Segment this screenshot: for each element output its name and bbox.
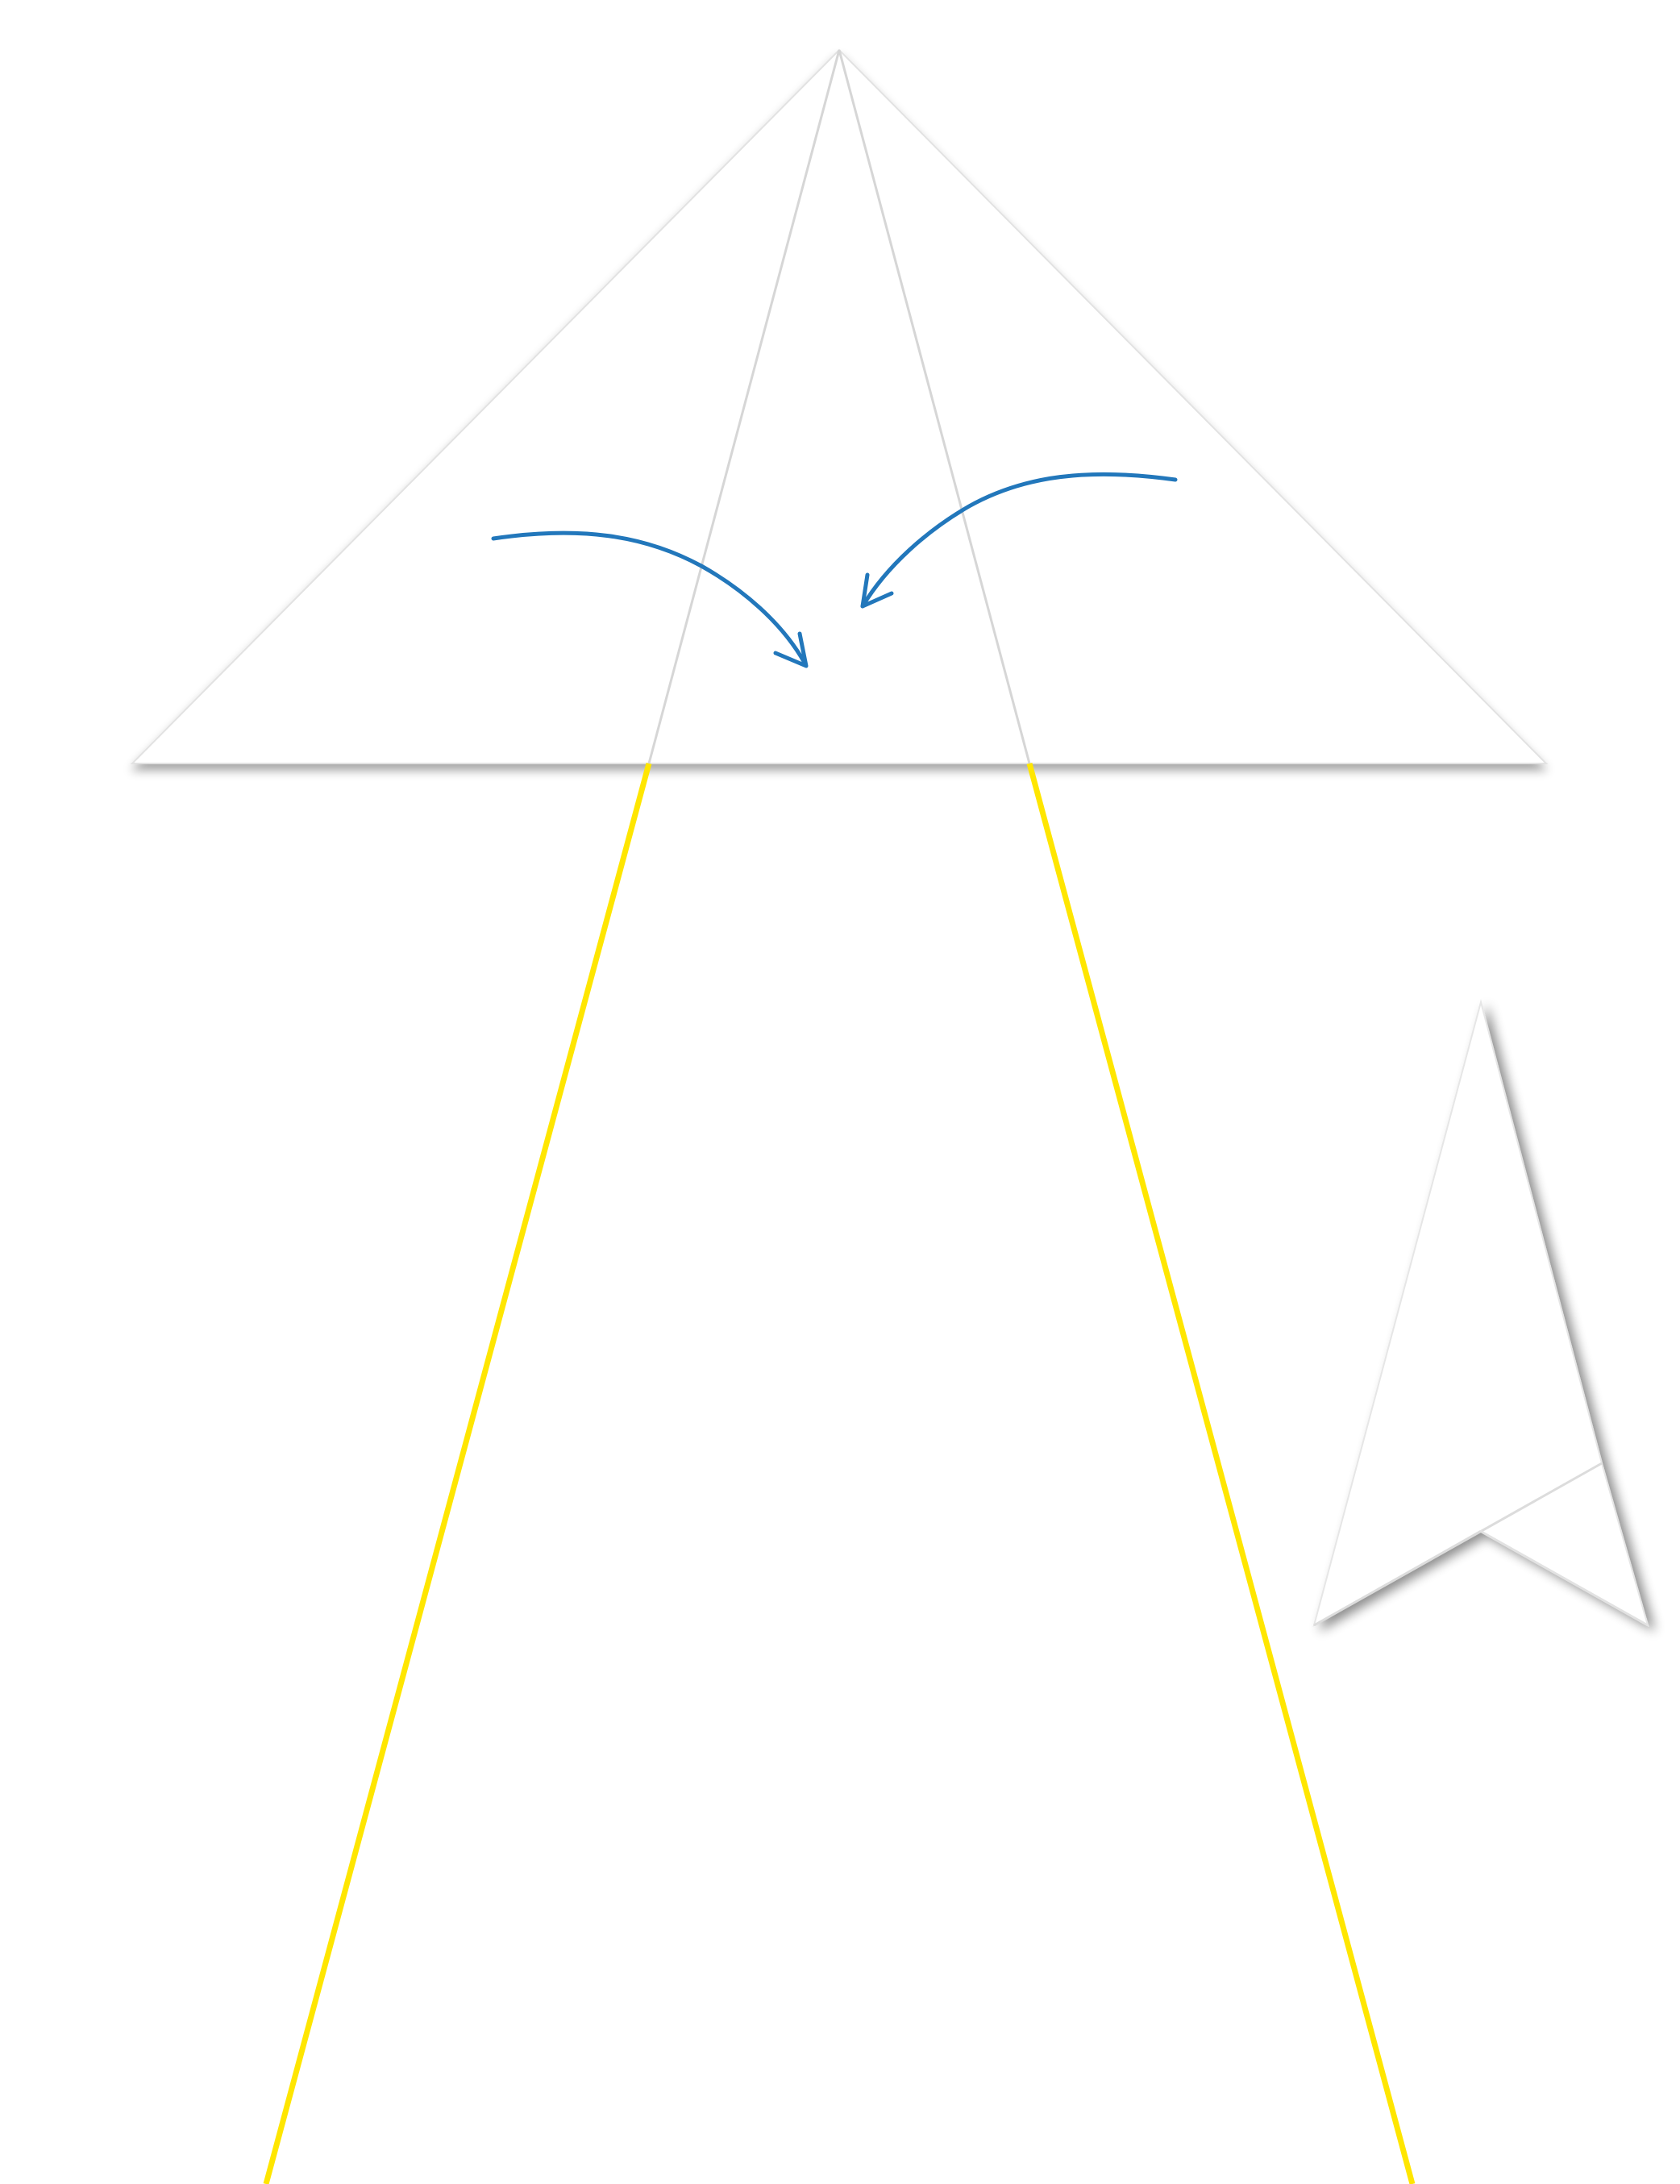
paper-triangle-step1 xyxy=(130,48,1549,764)
fold-arrow-right xyxy=(860,472,1178,609)
curved-arrow-icon xyxy=(860,472,1178,609)
arrowhead-icon xyxy=(773,631,809,668)
guide-line-left xyxy=(263,763,652,2184)
curved-arrow-icon xyxy=(491,530,807,665)
fold-arrow-left xyxy=(491,530,809,668)
folded-result-shape xyxy=(1312,999,1649,1628)
fold-flap-edge xyxy=(1313,1462,1603,1627)
fold-guide-lines xyxy=(263,763,1416,2184)
crease-line-left xyxy=(647,49,841,764)
arrowhead-icon xyxy=(860,572,894,609)
crease-line-right xyxy=(838,49,1031,764)
guide-line-right xyxy=(1026,763,1416,2184)
paper-triangle xyxy=(130,48,1549,764)
fold-notch-edge xyxy=(1479,1529,1649,1627)
